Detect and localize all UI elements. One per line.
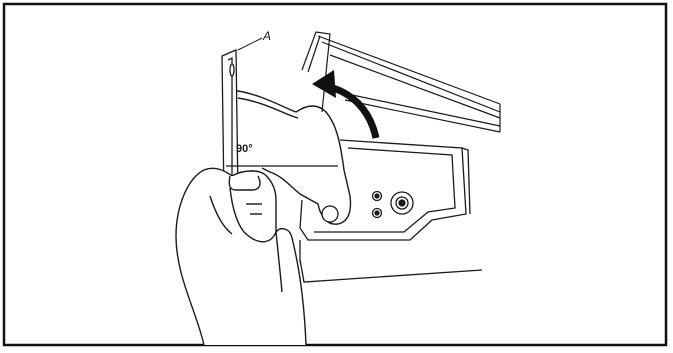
rear-rails	[318, 36, 500, 132]
figure-border	[4, 4, 666, 345]
angle-label: 90°	[236, 143, 253, 155]
fasteners	[322, 192, 413, 223]
hand-illustration	[176, 168, 306, 345]
callout-label-a: A	[262, 29, 271, 43]
callout-leader-a	[238, 38, 262, 50]
